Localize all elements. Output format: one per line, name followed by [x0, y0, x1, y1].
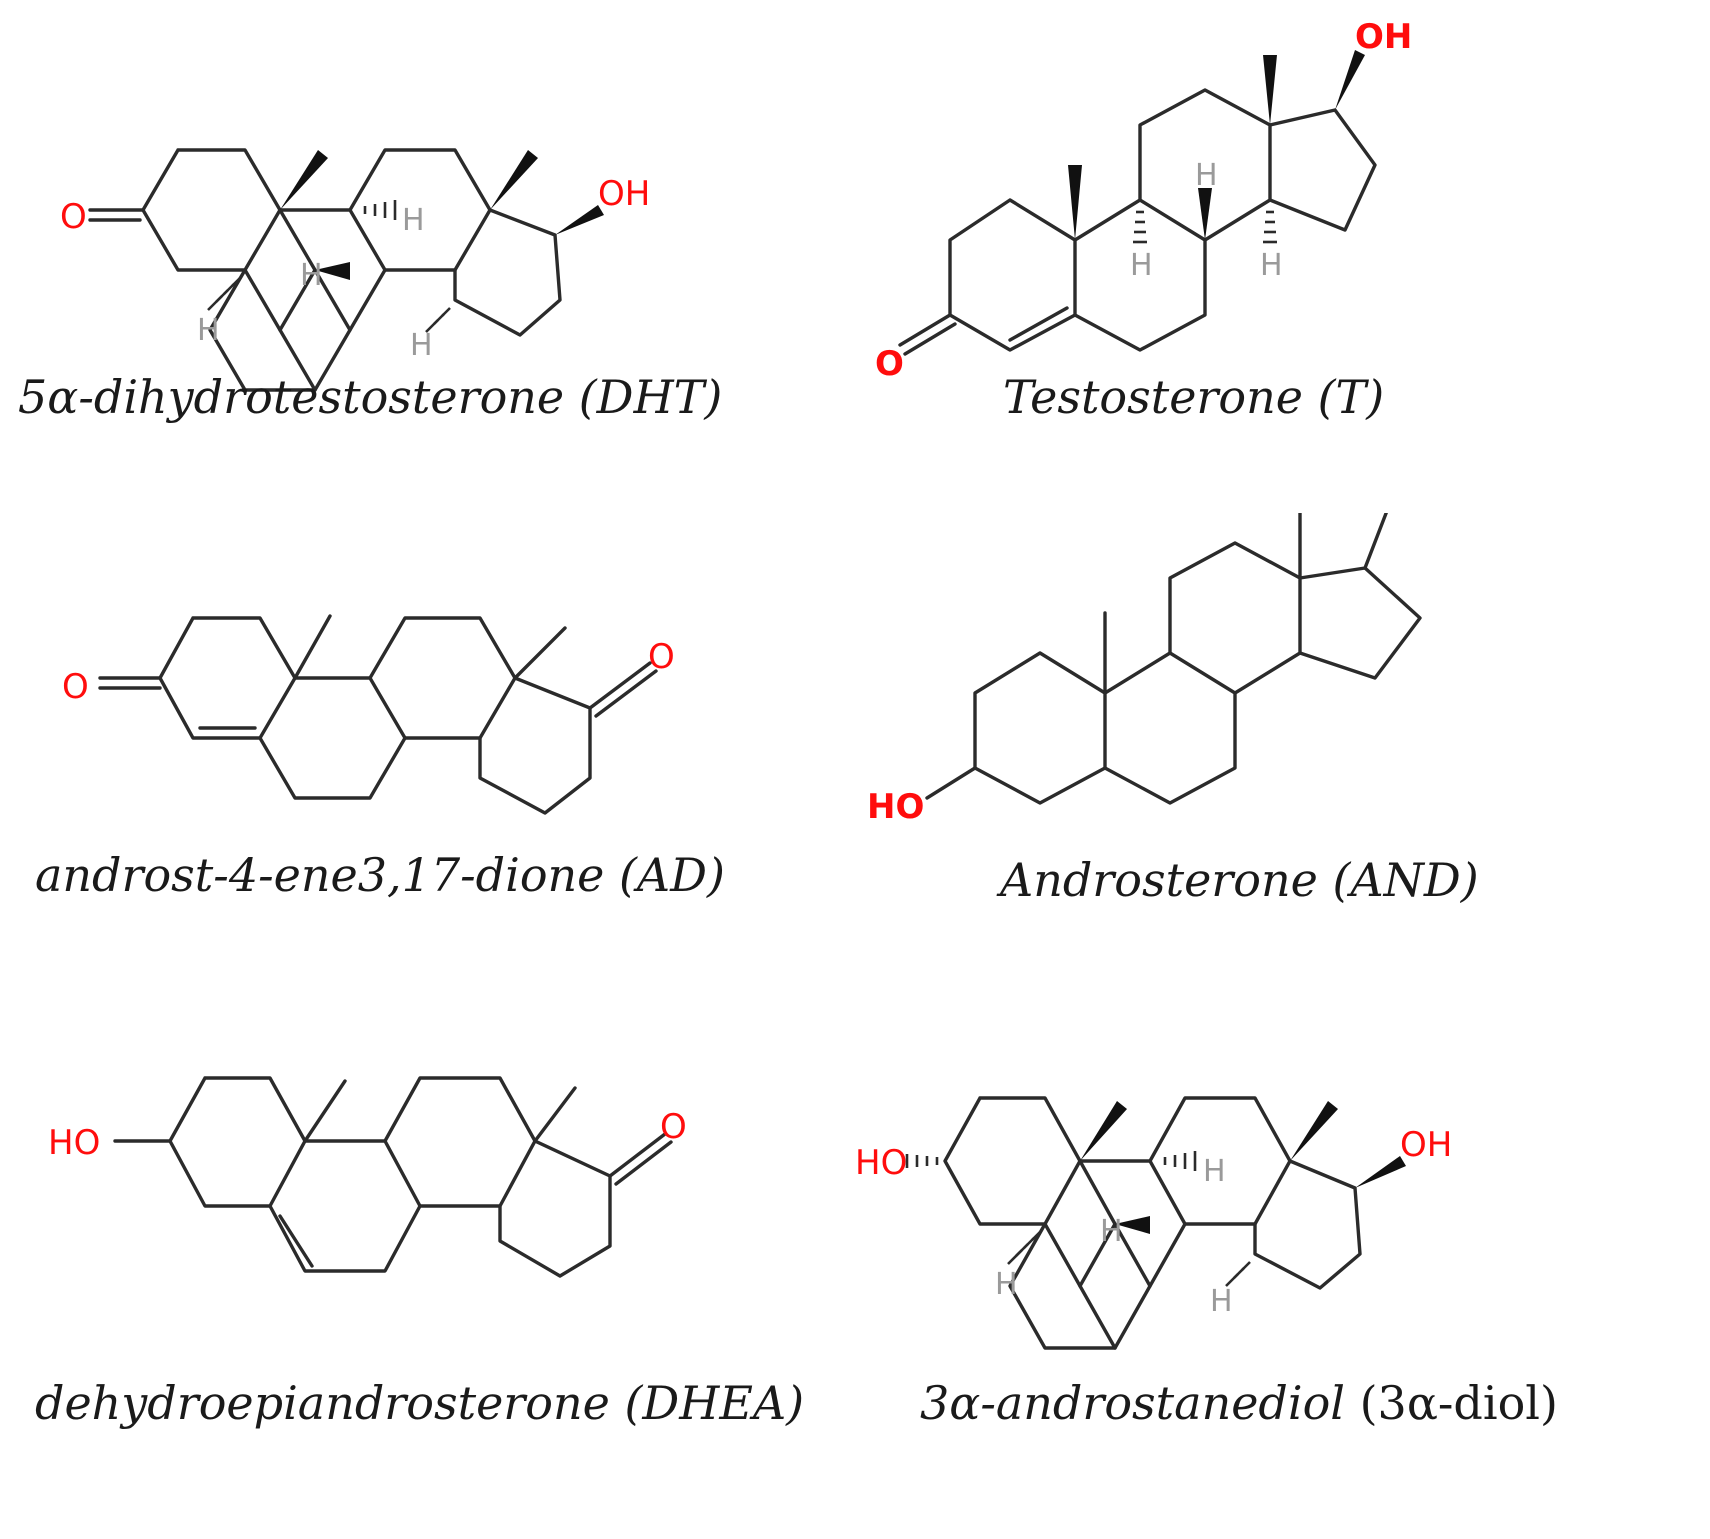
- compound-ad: O O androst-4-ene3,17-dione (AD): [0, 513, 855, 1026]
- compound-androsterone: HO O Androsterone (AND): [855, 513, 1710, 1026]
- 3a-diol-caption-paren: (3α-diol): [1359, 1376, 1558, 1430]
- dhea-structure: HO O: [48, 1076, 687, 1278]
- 3a-diol-h14: H: [1210, 1284, 1233, 1319]
- dht-h14: H: [410, 328, 433, 363]
- ad-structure: O O: [62, 614, 675, 815]
- 3a-diol-hydroxyl-3: HO: [855, 1143, 907, 1183]
- 3a-diol-h5: H: [995, 1267, 1018, 1302]
- androsterone-caption: Androsterone (AND): [1000, 853, 1479, 907]
- 3a-diol-caption-main: 3α-androstanediol: [920, 1376, 1345, 1430]
- 3a-diol-caption: 3α-androstanediol (3α-diol): [920, 1376, 1558, 1430]
- dht-hydroxyl-17: OH: [598, 174, 650, 214]
- androsterone-hydroxyl-3: HO: [867, 787, 924, 827]
- ad-oxygen-3: O: [62, 667, 89, 707]
- dht-h5: H: [197, 313, 220, 348]
- compound-3a-diol: HO OH H H H H 3α-androstanediol (3α-diol…: [855, 1026, 1710, 1539]
- dhea-hydroxyl-3: HO: [48, 1123, 100, 1163]
- 3a-diol-hydroxyl-17: OH: [1400, 1125, 1452, 1165]
- dht-h9: H: [402, 203, 425, 238]
- 3a-diol-structure: HO OH H H H H: [855, 1096, 1452, 1350]
- compound-dhea: HO O dehydroepiandrosterone (DHEA): [0, 1026, 855, 1539]
- testosterone-h8: H: [1195, 158, 1218, 193]
- testosterone-oxygen-3: O: [875, 344, 904, 384]
- testosterone-structure: O OH H H H: [875, 17, 1412, 384]
- dhea-oxygen-17: O: [660, 1107, 687, 1147]
- 3a-diol-h8: H: [1100, 1214, 1123, 1249]
- testosterone-caption: Testosterone (T): [1003, 370, 1385, 424]
- dht-caption: 5α-dihydrotestosterone (DHT): [18, 370, 723, 424]
- testosterone-h14: H: [1260, 248, 1283, 283]
- compound-dht: O OH H H H H 5α-dihydrotestosterone (DHT…: [0, 0, 855, 513]
- compound-testosterone: O OH H H H Testosterone (T): [855, 0, 1710, 513]
- ad-caption: androst-4-ene3,17-dione (AD): [35, 848, 725, 902]
- dht-h8: H: [300, 258, 323, 293]
- 3a-diol-h9: H: [1203, 1154, 1226, 1189]
- dht-oxygen-3: O: [60, 197, 87, 237]
- testosterone-h9: H: [1130, 248, 1153, 283]
- testosterone-hydroxyl-17: OH: [1355, 17, 1412, 57]
- dhea-caption: dehydroepiandrosterone (DHEA): [35, 1376, 805, 1430]
- dht-structure: O OH H H H H: [60, 148, 650, 392]
- ad-oxygen-17: O: [648, 637, 675, 677]
- androsterone-structure: HO O: [867, 513, 1422, 827]
